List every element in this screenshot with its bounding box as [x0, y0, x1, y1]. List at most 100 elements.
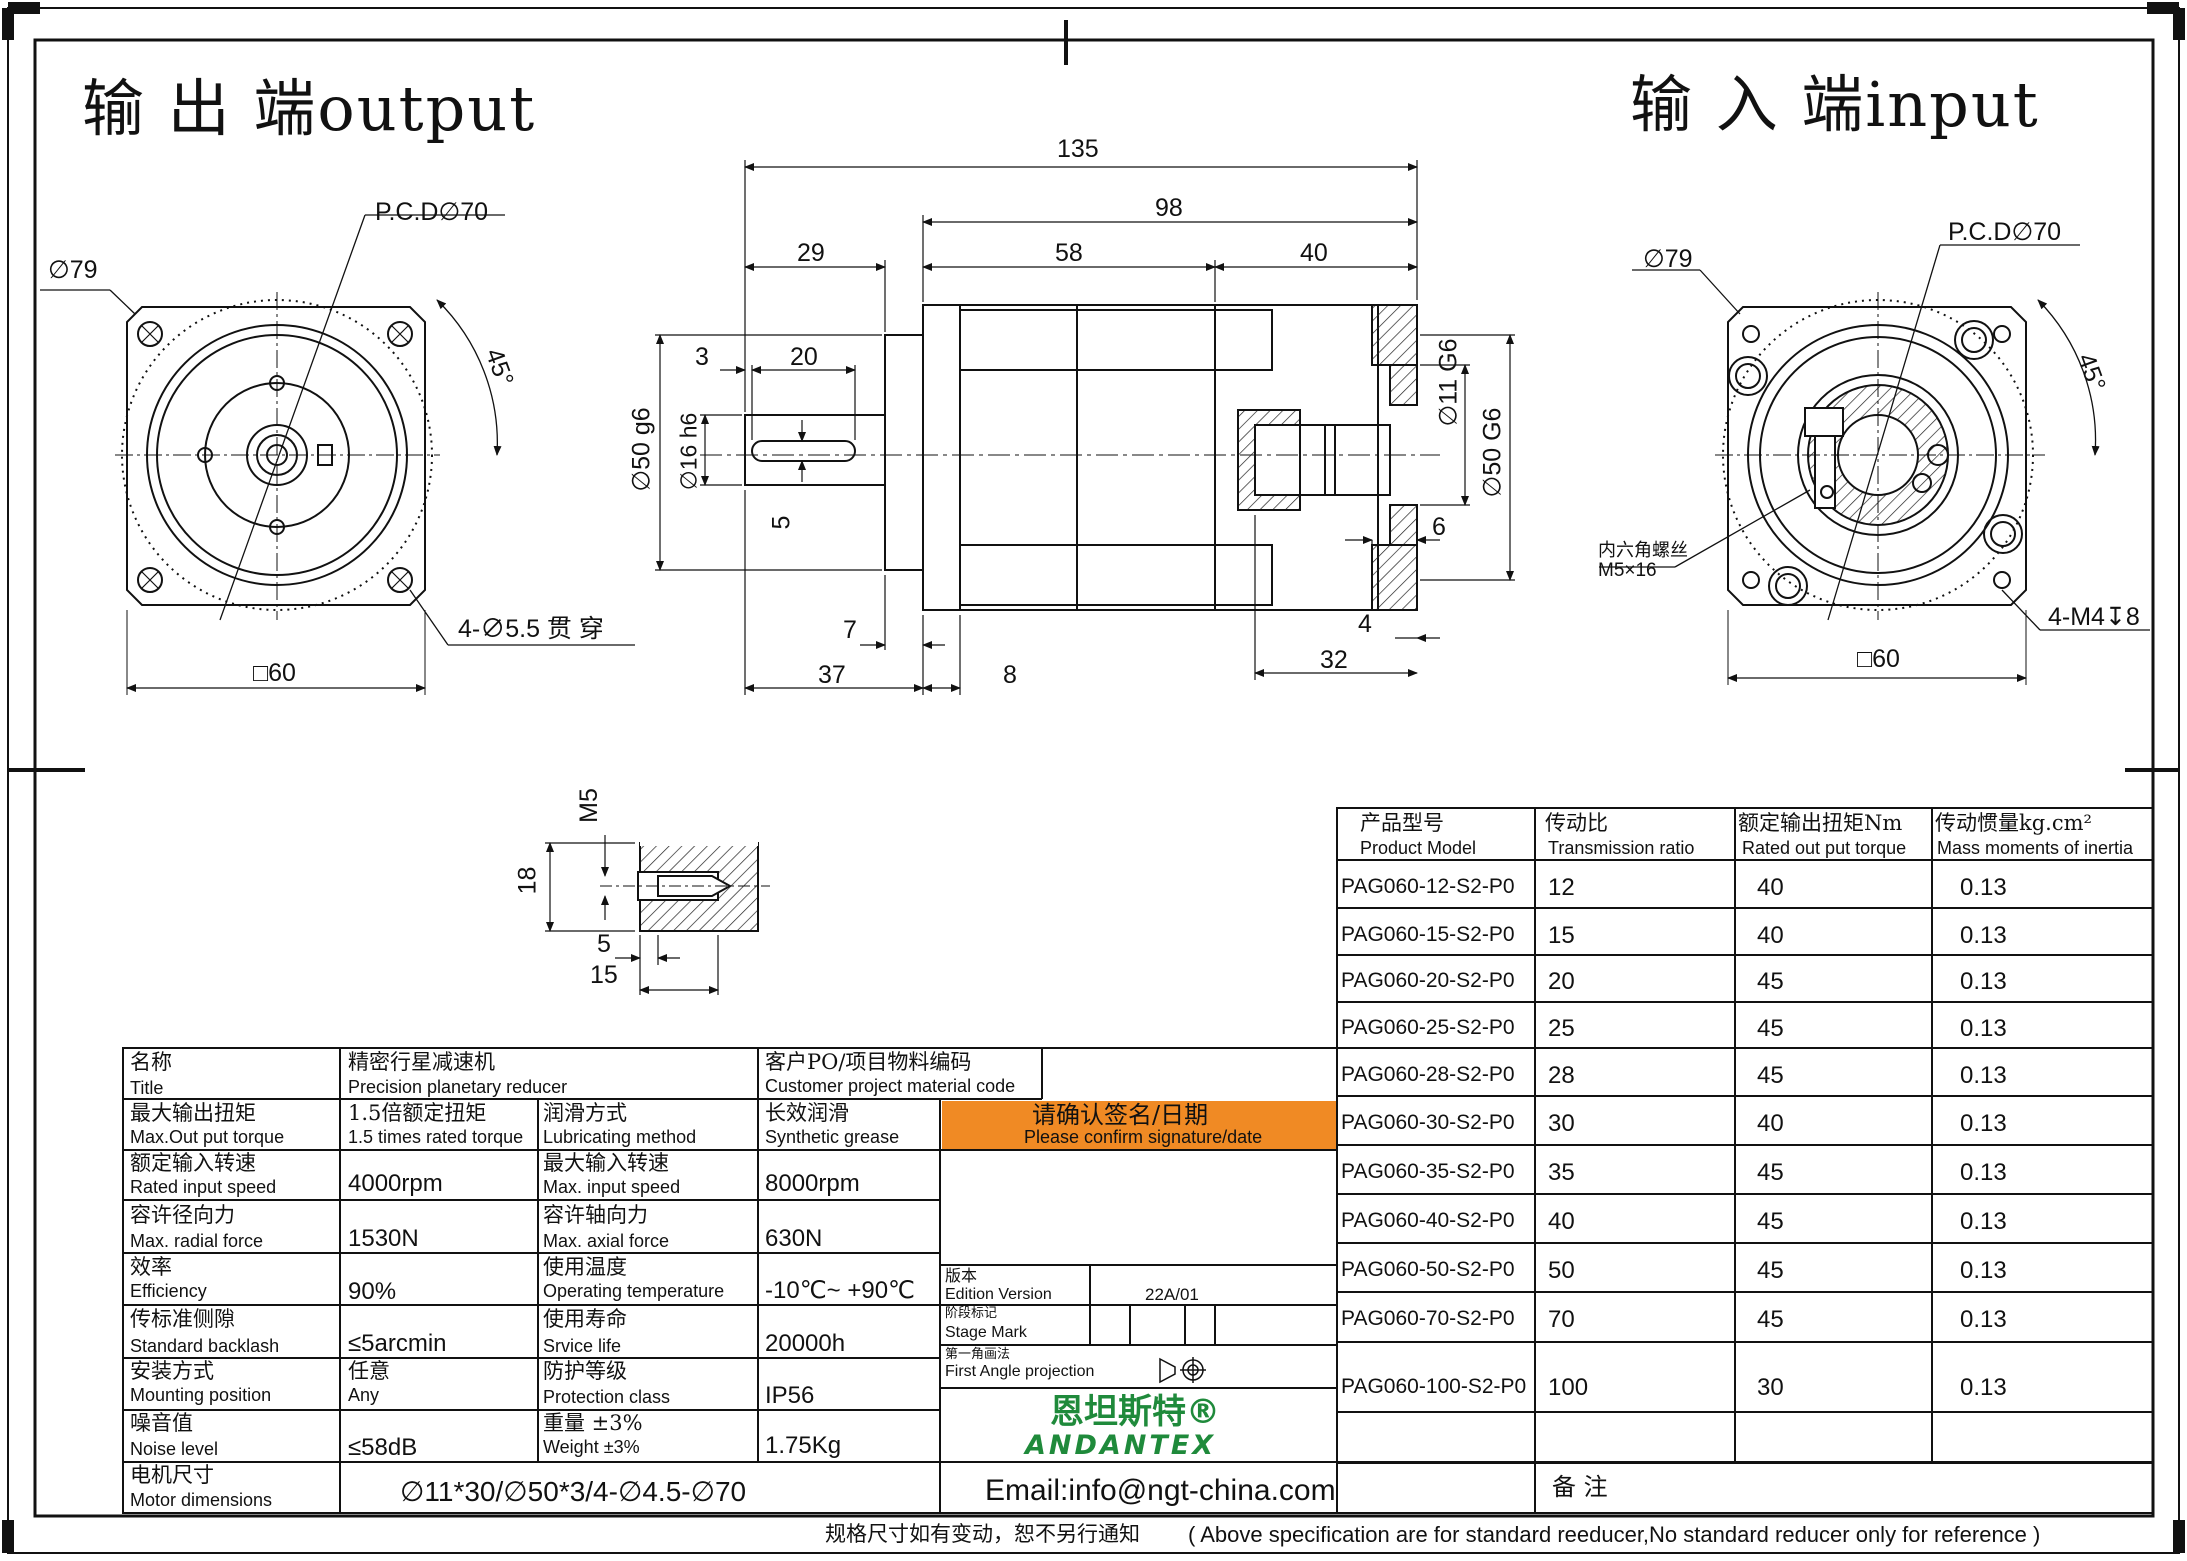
inertia-cell: 0.13 [1960, 1306, 2007, 1333]
ratio-cell: 40 [1548, 1208, 1575, 1235]
max-torque-en: Max.Out put torque [130, 1127, 285, 1147]
dim-16h6: ∅16 h6 [675, 412, 702, 491]
protection-cn: 防护等级 [543, 1359, 627, 1383]
confirm-signature-cn: 请确认签名/日期 [1032, 1101, 1209, 1129]
detail-5: 5 [597, 930, 611, 958]
model-cell: PAG060-20-S2-P0 [1341, 969, 1515, 992]
dim-50G6: ∅50 G6 [1478, 407, 1507, 498]
edition-cn: 版本 [945, 1266, 978, 1285]
holes-left-label: 4-∅5.5 贯 穿 [458, 615, 604, 643]
ratio-cell: 50 [1548, 1257, 1575, 1284]
holes-right-label: 4-M4↧8 [2048, 603, 2140, 631]
brand-logo-cn: 恩坦斯特® [1050, 1392, 1220, 1432]
footer-note-cn: 规格尺寸如有变动，恕不另行通知 [825, 1522, 1140, 1546]
backlash-en: Standard backlash [130, 1336, 280, 1356]
temperature-value: -10℃~ +90℃ [765, 1277, 915, 1304]
square-right-label: □60 [1857, 645, 1900, 673]
email-contact[interactable]: Email:info@ngt-china.com [985, 1474, 1336, 1507]
detail-15: 15 [590, 961, 618, 989]
lubrication-value-en: Synthetic grease [765, 1127, 900, 1147]
torque-cell: 40 [1757, 1110, 1784, 1137]
projection-symbol [1159, 1357, 1206, 1384]
detail-m5: M5 [574, 788, 603, 823]
output-header: 输 出 端output [82, 72, 537, 145]
torque-cell: 45 [1757, 1159, 1784, 1186]
input-header: 输 入 端input [1630, 68, 2040, 141]
inertia-cell: 0.13 [1960, 874, 2007, 901]
rated-speed-cn: 额定输入转速 [130, 1151, 256, 1175]
inertia-cell: 0.13 [1960, 1015, 2007, 1042]
ratio-header-en: Transmission ratio [1548, 838, 1695, 858]
inertia-cell: 0.13 [1960, 1062, 2007, 1089]
model-cell: PAG060-28-S2-P0 [1341, 1063, 1515, 1086]
dim-6: 6 [1432, 513, 1446, 541]
torque-cell: 30 [1757, 1374, 1784, 1401]
service-life-cn: 使用寿命 [543, 1307, 627, 1331]
motor-dim-en: Motor dimensions [130, 1490, 273, 1510]
lubrication-value-cn: 长效润滑 [765, 1101, 849, 1125]
weight-value: 1.75Kg [765, 1432, 842, 1459]
stage-en: Stage Mark [945, 1324, 1027, 1341]
model-cell: PAG060-70-S2-P0 [1341, 1307, 1515, 1330]
dia79-left-label: ∅79 [48, 256, 98, 284]
max-torque-value-cn: 1.5倍额定扭矩 [348, 1101, 487, 1125]
radial-force-value: 1530N [348, 1225, 419, 1252]
spec-table-grid [122, 1047, 2153, 1514]
remark-label: 备 注 [1552, 1473, 1608, 1501]
ratio-cell: 15 [1548, 922, 1575, 949]
ratio-header-cn: 传动比 [1545, 811, 1608, 835]
noise-cn: 噪音值 [130, 1411, 193, 1435]
mounting-value-cn: 任意 [348, 1359, 390, 1383]
side-view [655, 160, 1515, 695]
dim-8: 8 [1003, 661, 1017, 689]
model-header-en: Product Model [1360, 838, 1477, 858]
inertia-cell: 0.13 [1960, 968, 2007, 995]
pcd-left-label: P.C.D∅70 [375, 198, 489, 226]
motor-dim-cn: 电机尺寸 [130, 1463, 214, 1487]
torque-cell: 45 [1757, 1306, 1784, 1333]
model-cell: PAG060-25-S2-P0 [1341, 1016, 1515, 1039]
dim-20: 20 [790, 343, 818, 371]
inertia-cell: 0.13 [1960, 1257, 2007, 1284]
inertia-cell: 0.13 [1960, 1374, 2007, 1401]
screw-detail [545, 835, 770, 995]
model-cell: PAG060-50-S2-P0 [1341, 1258, 1515, 1281]
protection-value: IP56 [765, 1382, 815, 1409]
backlash-cn: 传标准侧隙 [130, 1307, 235, 1331]
radial-force-cn: 容许径向力 [130, 1203, 235, 1227]
rated-speed-value: 4000rpm [348, 1170, 443, 1197]
model-cell: PAG060-35-S2-P0 [1341, 1160, 1515, 1183]
dim-135: 135 [1057, 135, 1099, 163]
input-end-view [1599, 244, 2150, 685]
dim-5: 5 [767, 515, 796, 530]
max-speed-value: 8000rpm [765, 1170, 860, 1197]
model-cell: PAG060-12-S2-P0 [1341, 875, 1515, 898]
confirm-signature-box[interactable] [942, 1101, 1336, 1149]
model-cell: PAG060-100-S2-P0 [1341, 1375, 1527, 1398]
torque-header-cn: 额定输出扭矩Nm [1738, 811, 1903, 835]
max-speed-cn: 最大输入转速 [543, 1151, 669, 1175]
inertia-cell: 0.13 [1960, 1208, 2007, 1235]
stage-cn: 阶段标记 [945, 1306, 998, 1321]
dim-40: 40 [1300, 239, 1328, 267]
torque-cell: 45 [1757, 1062, 1784, 1089]
inertia-cell: 0.13 [1960, 922, 2007, 949]
inertia-header-cn: 传动惯量kg.cm² [1935, 811, 2092, 835]
lubrication-en: Lubricating method [543, 1127, 697, 1147]
model-cell: PAG060-40-S2-P0 [1341, 1209, 1515, 1232]
dim-98: 98 [1155, 194, 1183, 222]
service-life-value: 20000h [765, 1330, 846, 1357]
title-value-cn: 精密行星减速机 [348, 1050, 495, 1074]
backlash-value: ≤5arcmin [348, 1330, 447, 1357]
weight-cn: 重量 ±3% [543, 1411, 643, 1435]
customer-code-cn: 客户PO/项目物料编码 [765, 1050, 972, 1074]
projection-en: First Angle projection [945, 1363, 1095, 1380]
dim-4: 4 [1358, 610, 1372, 638]
title-cn: 名称 [130, 1050, 172, 1074]
pcd-right-label: P.C.D∅70 [1948, 218, 2062, 246]
torque-cell: 45 [1757, 1015, 1784, 1042]
ratio-cell: 20 [1548, 968, 1575, 995]
max-speed-en: Max. input speed [543, 1177, 681, 1197]
edition-en: Edition Version [945, 1286, 1052, 1303]
